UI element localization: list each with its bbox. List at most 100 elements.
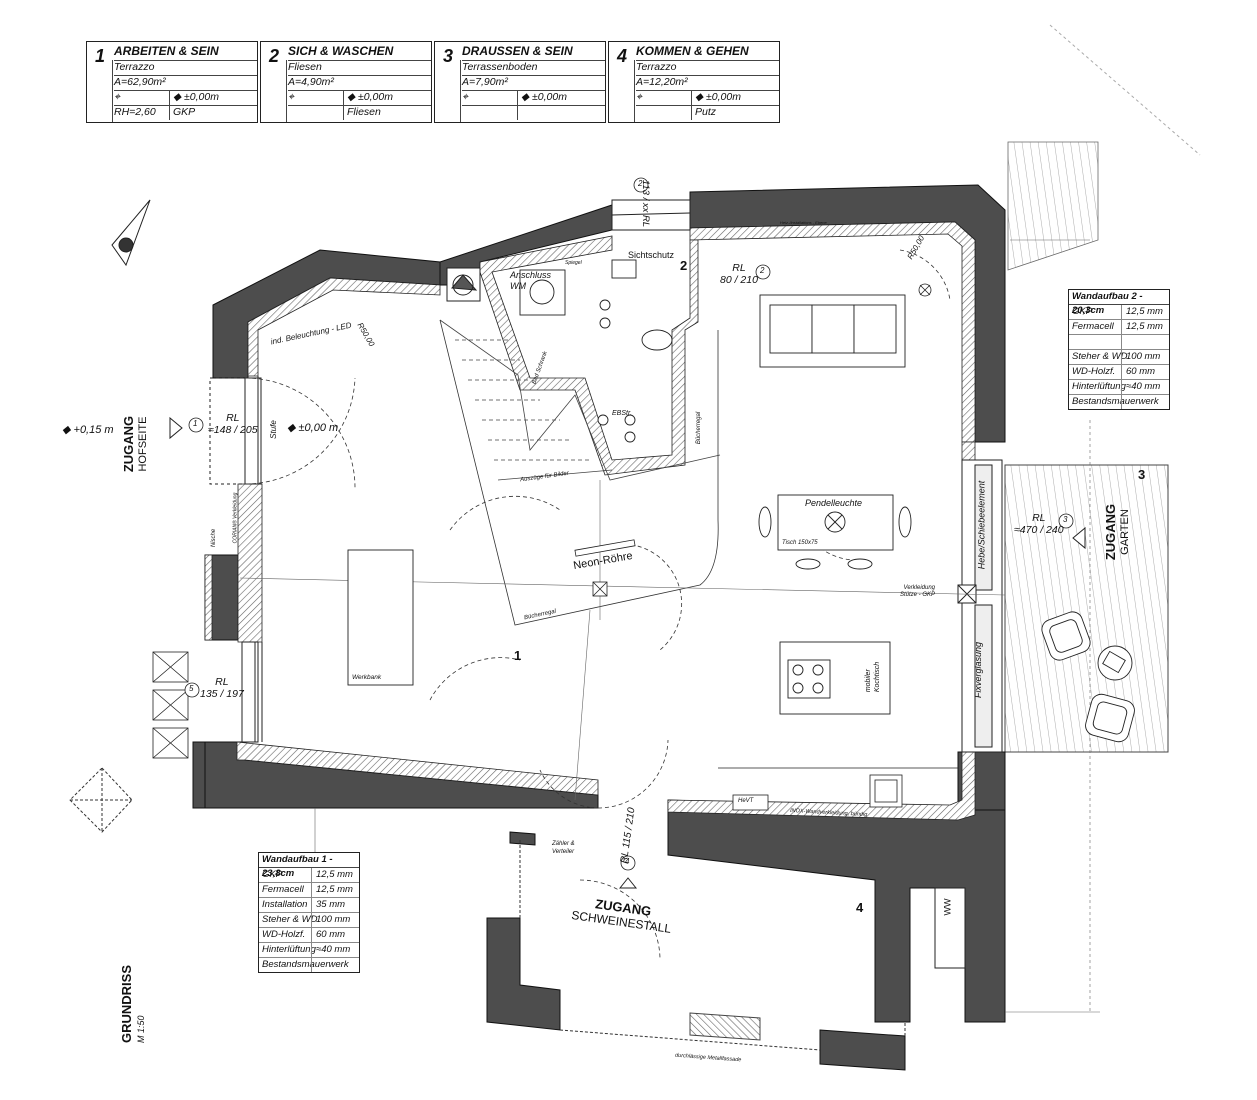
label-fixverglasung: Fixverglasung [973, 641, 984, 699]
room-area: A=4,90m² [288, 75, 431, 91]
room-level: ±0,00m [706, 91, 741, 103]
room-level: ±0,00m [358, 91, 393, 103]
room-ceiling: Putz [691, 105, 716, 120]
level-icon: ◆ [521, 91, 532, 103]
room-mark-2: 2 [680, 258, 688, 273]
room-name: ARBEITEN & SEIN [114, 42, 257, 61]
room-mark-1: 1 [514, 648, 522, 663]
level-icon: ⌖ [114, 91, 120, 103]
technical-box [446, 267, 481, 302]
room-number: 4 [616, 46, 627, 66]
level-icon: ⌖ [288, 91, 294, 103]
label-tisch: Tisch 150x75 [782, 540, 818, 546]
level-inside: ◆ ±0,00 m [287, 422, 339, 434]
room-area: A=62,90m² [114, 75, 257, 91]
room-floor: Fliesen [288, 60, 431, 76]
north-arrow-icon [111, 199, 151, 267]
access-garten: ZUGANG GARTEN [1103, 503, 1132, 561]
wall-type-2-title: Wandaufbau 2 - 20,3cm [1069, 290, 1169, 316]
label-werkbank: Werkbank [352, 674, 382, 681]
room-ceiling [517, 105, 521, 120]
opening-4-mark: 4 [625, 857, 630, 866]
storage-boxes [152, 651, 189, 759]
label-inst-ebene: Heiz-/Installations - Ebene [780, 220, 827, 225]
terrace-deck [1004, 24, 1201, 753]
opening-5-mark: 5 [189, 684, 194, 693]
label-stufe: Stufe [268, 420, 278, 439]
room-ceiling: GKP [169, 105, 195, 120]
room-level: ±0,00m [532, 91, 567, 103]
kitchen-island [779, 641, 891, 715]
room-name: KOMMEN & GEHEN [636, 42, 779, 61]
level-icon: ◆ [62, 424, 74, 436]
room-mark-4: 4 [856, 900, 864, 915]
room-number: 3 [442, 46, 453, 66]
label-ww: WW [942, 898, 953, 916]
room-height: RH=2,60 [114, 106, 156, 118]
opening-2a-mark: 2 [638, 179, 643, 188]
label-buecherregal-1: Bücherregal [696, 411, 703, 445]
opening-3-mark: 3 [1063, 515, 1068, 524]
label-hevt: HeVT [738, 798, 754, 804]
room-area: A=7,90m² [462, 75, 605, 91]
room-number: 2 [268, 46, 279, 66]
level-icon: ◆ [287, 422, 299, 434]
level-icon: ◆ [347, 91, 358, 103]
level-icon: ⌖ [462, 91, 468, 103]
room-level: ±0,00m [184, 91, 219, 103]
steps [439, 319, 721, 626]
room-box-3: 3 DRAUSSEN & SEIN Terrassenboden A=7,90m… [434, 41, 606, 123]
drawing-title: GRUNDRISS M 1:50 [119, 964, 147, 1044]
label-pendel: Pendelleuchte [805, 498, 863, 508]
kitchen-counter [718, 767, 958, 811]
label-zaehler: Zähler &Verteiler [552, 841, 575, 855]
room-number: 1 [94, 46, 105, 66]
label-sichtschutz: Sichtschutz [628, 250, 675, 260]
room-box-2: 2 SICH & WASCHEN Fliesen A=4,90m² ⌖ ◆ ±0,… [260, 41, 432, 123]
level-icon: ⌖ [636, 91, 642, 103]
opening-1: RL≈148 / 205 [208, 412, 258, 436]
room-name: DRAUSSEN & SEIN [462, 42, 605, 61]
access-hof: ZUGANG HOFSEITE [121, 415, 150, 473]
label-spiegel: Spiegel [565, 260, 582, 266]
level-icon: ◆ [173, 91, 184, 103]
top-opening [611, 199, 691, 231]
access-triangles [169, 416, 1086, 889]
garden-chairs [1041, 611, 1135, 743]
compass-rose-icon [69, 767, 133, 833]
level-icon: ◆ [695, 91, 706, 103]
room-ceiling: Fliesen [343, 105, 381, 120]
level-outside: ◆ +0,15 m [62, 424, 114, 436]
opening-2b-mark: 2 [760, 266, 765, 275]
label-corian: CORIAN® Verkleidung [232, 492, 239, 544]
room-box-4: 4 KOMMEN & GEHEN Terrazzo A=12,20m² ⌖ ◆ ±… [608, 41, 780, 123]
room-name: SICH & WASCHEN [288, 42, 431, 61]
ww-closet [934, 887, 966, 969]
label-nische: Nische [211, 528, 218, 548]
room-box-1: 1 ARBEITEN & SEIN Terrazzo A=62,90m² ⌖◆ … [86, 41, 258, 123]
wall-type-1-title: Wandaufbau 1 - 23,8cm [259, 853, 359, 879]
stall-outline [519, 840, 906, 1051]
room-mark-3: 3 [1138, 467, 1146, 482]
room-floor: Terrazzo [636, 60, 779, 76]
label-hebe: Hebe/Schiebeelement [976, 480, 987, 570]
label-ebstr: EBStr. [612, 410, 632, 417]
room-floor: Terrassenboden [462, 60, 605, 76]
opening-1-mark: 1 [193, 419, 198, 428]
dining-table [758, 494, 912, 570]
metal-facade [689, 1012, 761, 1041]
bathroom-fixtures [519, 259, 673, 443]
light-fixtures [574, 283, 932, 597]
opening-3: RL≈470 / 240 [1014, 512, 1064, 536]
workbench [347, 549, 414, 686]
room-area: A=12,20m² [636, 75, 779, 91]
opening-markers [184, 177, 1074, 871]
room-floor: Terrazzo [114, 60, 257, 76]
sofa [759, 294, 906, 368]
